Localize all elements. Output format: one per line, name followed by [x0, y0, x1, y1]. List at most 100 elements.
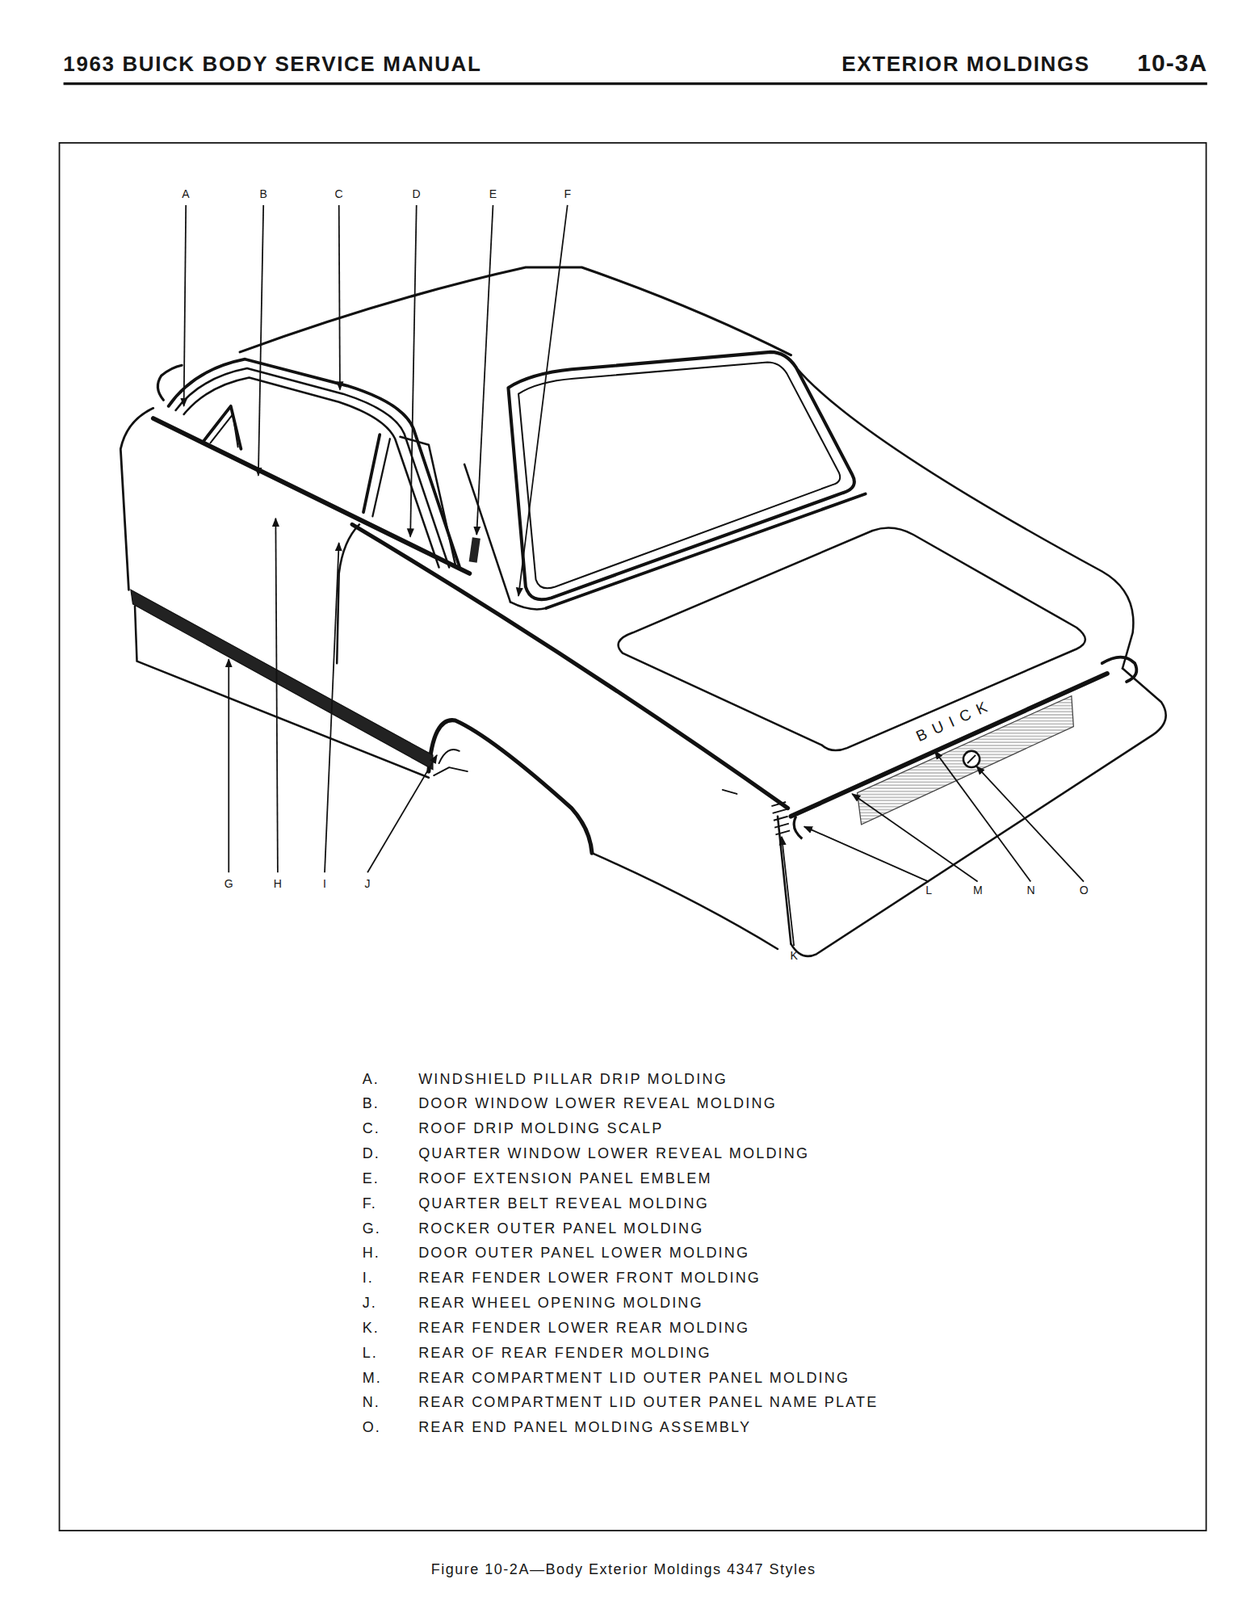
key-letter: B.: [362, 1095, 380, 1113]
car-body: [777, 816, 791, 945]
key-letter: D.: [362, 1145, 381, 1163]
callout-letter: F: [563, 187, 571, 201]
leader-lines: [275, 518, 278, 873]
tail-lamp: [771, 801, 802, 839]
callout-letter: H: [273, 877, 282, 890]
leader-lines: [781, 836, 794, 946]
key-letter: A.: [362, 1070, 380, 1088]
part-name: REAR COMPARTMENT LID OUTER PANEL MOLDING: [418, 1369, 850, 1387]
part-name: QUARTER BELT REVEAL MOLDING: [418, 1195, 710, 1213]
leader-lines: [476, 205, 493, 535]
car-body: [352, 524, 788, 808]
part-name: REAR FENDER LOWER REAR MOLDING: [418, 1319, 750, 1337]
callout-letter: A: [181, 187, 189, 201]
key-letter: E.: [362, 1170, 380, 1188]
car-body: [510, 601, 546, 609]
car-body: [153, 418, 471, 574]
callout-letter: G: [224, 877, 234, 890]
rocker-molding: [130, 589, 433, 769]
part-name: DOOR OUTER PANEL LOWER MOLDING: [418, 1244, 750, 1262]
leader-lines: [339, 205, 340, 391]
callout-letter: M: [973, 883, 983, 897]
key-letter: O.: [362, 1418, 382, 1436]
car-body: [518, 362, 840, 589]
tail-lamp: [793, 816, 802, 840]
part-name: WINDSHIELD PILLAR DRIP MOLDING: [418, 1070, 728, 1088]
part-name: ROOF DRIP MOLDING SCALP: [418, 1120, 664, 1138]
car-body: [201, 406, 241, 450]
leader-lines: [184, 205, 1084, 946]
key-letter: L.: [362, 1344, 378, 1362]
section-title: EXTERIOR MOLDINGS: [841, 52, 1090, 77]
car-body: [428, 720, 592, 854]
callout-letter: I: [323, 877, 327, 890]
name-plate-text: BUICK: [913, 695, 997, 746]
page-frame: [63, 82, 1208, 85]
car-body: [507, 352, 854, 600]
leader-lines: [184, 205, 187, 407]
callout-letter: N: [1026, 883, 1035, 897]
leader-lines: [976, 766, 1084, 882]
car-body: [439, 749, 460, 764]
key-letter: J.: [362, 1294, 378, 1312]
callout-letter: C: [335, 187, 344, 201]
key-letter: M.: [362, 1369, 382, 1387]
part-name: DOOR WINDOW LOWER REVEAL MOLDING: [418, 1095, 777, 1113]
key-letter: N.: [362, 1393, 381, 1411]
car-body: [134, 605, 429, 777]
leader-lines: [851, 793, 978, 882]
page-frame: [59, 142, 1207, 1531]
part-name: REAR WHEEL OPENING MOLDING: [418, 1294, 704, 1312]
rear-emblem-mark: [967, 755, 976, 764]
rear-emblem: [963, 751, 980, 768]
key-letter: G.: [362, 1220, 382, 1238]
car-body: [157, 365, 182, 400]
key-letter: H.: [362, 1244, 381, 1262]
key-letter: K.: [362, 1319, 380, 1337]
callout-letter: D: [412, 187, 421, 201]
page-number: 10-3A: [1137, 49, 1208, 78]
callout-letter: L: [925, 883, 932, 897]
car-body: [120, 267, 1166, 957]
car-body: [591, 852, 778, 949]
leader-lines: [324, 542, 340, 873]
key-letter: I.: [362, 1269, 374, 1287]
callout-letter: E: [489, 187, 497, 201]
car-body: [239, 267, 791, 356]
car-body: [363, 434, 380, 512]
leader-lines: [258, 205, 264, 476]
leader-lines: [935, 751, 1032, 882]
part-name: ROOF EXTENSION PANEL EMBLEM: [418, 1170, 712, 1188]
car-body: [464, 464, 511, 603]
page-frame: [59, 83, 1208, 1531]
tail-lamp: [771, 801, 790, 835]
car-body: [336, 524, 360, 664]
part-name: REAR OF REAR FENDER MOLDING: [418, 1344, 711, 1362]
car-body: [176, 368, 450, 567]
part-name: REAR END PANEL MOLDING ASSEMBLY: [418, 1418, 752, 1436]
running-head: 1963 BUICK BODY SERVICE MANUAL: [62, 52, 482, 77]
rear-end-panel: [857, 696, 1075, 825]
car-body: [1102, 657, 1138, 682]
leader-lines: [518, 205, 568, 596]
car-body: [796, 367, 1134, 669]
part-name: ROCKER OUTER PANEL MOLDING: [418, 1220, 704, 1238]
roof-emblem: [469, 537, 481, 563]
callout-letter: J: [364, 877, 370, 890]
figure-caption: Figure 10-2A—Body Exterior Moldings 4347…: [431, 1561, 817, 1578]
callout-letter: K: [790, 948, 798, 962]
leader-lines: [227, 658, 230, 873]
car-body: [120, 407, 153, 590]
car-body: [210, 414, 239, 447]
car-body: [545, 493, 865, 609]
lid-molding: [790, 673, 1108, 817]
car-body: [372, 438, 390, 517]
key-letter: F.: [362, 1195, 378, 1213]
callout-letter: B: [259, 187, 267, 201]
car-body: [433, 767, 468, 776]
car-body: [790, 668, 1166, 957]
car-body: [722, 789, 738, 794]
part-name: QUARTER WINDOW LOWER REVEAL MOLDING: [418, 1145, 810, 1163]
